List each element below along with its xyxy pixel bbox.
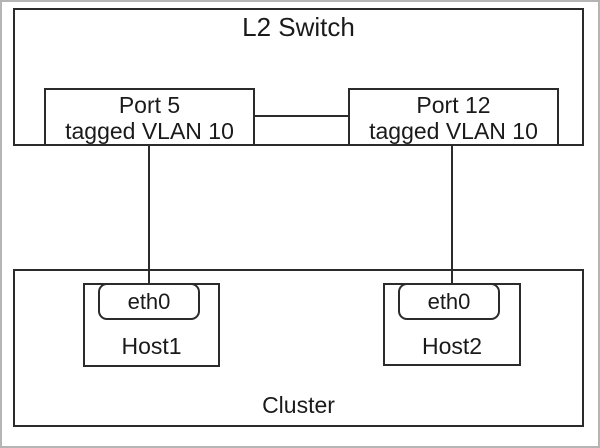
l2-switch-label: L2 Switch	[242, 12, 355, 42]
host1-eth0-label: eth0	[127, 288, 171, 314]
port-5-vlan: tagged VLAN 10	[65, 118, 234, 144]
host2-eth0-box: eth0	[398, 283, 500, 320]
host1-box: eth0 Host1	[83, 283, 220, 367]
host2-eth0-label: eth0	[427, 288, 471, 314]
link-port5-port12	[253, 115, 350, 117]
switch-port-12-box: Port 12 tagged VLAN 10	[348, 88, 559, 146]
port-12-name: Port 12	[416, 92, 491, 118]
host2-label: Host2	[421, 333, 483, 359]
link-port12-host2-eth0	[451, 144, 453, 286]
host2-box: eth0 Host2	[383, 283, 521, 366]
switch-port-5-box: Port 5 tagged VLAN 10	[44, 88, 255, 146]
host1-eth0-box: eth0	[98, 283, 200, 320]
cluster-box: eth0 Host1 eth0 Host2 Cluster	[13, 269, 584, 427]
link-port5-host1-eth0	[148, 144, 150, 286]
port-5-name: Port 5	[118, 92, 181, 118]
port-12-vlan: tagged VLAN 10	[369, 118, 538, 144]
cluster-label: Cluster	[262, 392, 335, 418]
host1-label: Host1	[121, 333, 182, 359]
l2-switch-box: L2 Switch Port 5 tagged VLAN 10 Port 12 …	[13, 8, 584, 146]
